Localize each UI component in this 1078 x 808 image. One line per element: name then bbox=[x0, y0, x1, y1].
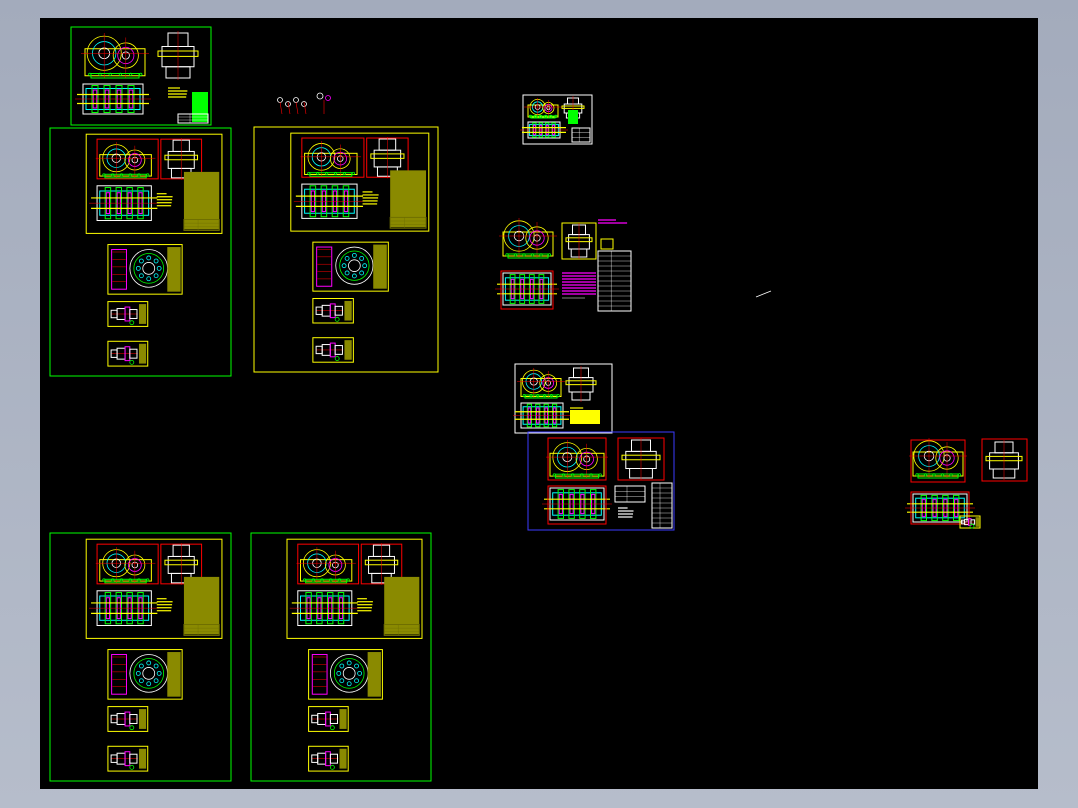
gearbox-top-view bbox=[513, 402, 571, 429]
gearbox-top-view bbox=[495, 272, 559, 306]
sheet-left-2 bbox=[253, 126, 439, 373]
shaft-detail-drawing bbox=[107, 745, 149, 772]
shaft-detail-drawing bbox=[308, 745, 349, 772]
gearbox-front-view bbox=[95, 142, 156, 179]
gear-detail-drawing bbox=[308, 649, 383, 700]
gear-detail-drawing bbox=[107, 244, 183, 295]
gearbox-side-view bbox=[621, 438, 661, 480]
shaft-detail-drawing bbox=[308, 706, 349, 732]
gearbox-side-view bbox=[565, 223, 593, 259]
gearbox-side-view bbox=[157, 31, 199, 80]
gearbox-front-view bbox=[517, 368, 565, 399]
sheet-border bbox=[514, 363, 613, 434]
title-block bbox=[614, 485, 646, 503]
assembly-frame bbox=[85, 133, 223, 234]
gearbox-front-view bbox=[909, 438, 967, 479]
gearbox-front-view bbox=[95, 547, 156, 584]
gearbox-top-view bbox=[520, 121, 568, 139]
sheet-left-3 bbox=[49, 532, 232, 782]
assembly-drawing bbox=[85, 133, 223, 234]
assembly-drawing bbox=[286, 538, 423, 639]
gearbox-top-view bbox=[89, 185, 160, 222]
assembly-frame bbox=[85, 538, 223, 639]
gearbox-front-view bbox=[499, 218, 557, 259]
shaft-detail-drawing bbox=[107, 301, 149, 327]
sheet-border bbox=[250, 532, 432, 782]
gearbox-top-view bbox=[293, 183, 366, 219]
sheet-center-small bbox=[520, 94, 593, 145]
gearbox-side-view bbox=[985, 440, 1023, 480]
parts-callouts bbox=[277, 92, 331, 115]
title-block bbox=[183, 624, 220, 636]
sheet-border bbox=[253, 126, 439, 373]
title-block bbox=[597, 250, 632, 312]
sheet-center-mid bbox=[495, 218, 772, 312]
gear-detail-drawing bbox=[312, 241, 389, 292]
green-block bbox=[192, 92, 208, 122]
title-block-fill bbox=[390, 170, 427, 228]
technical-notes bbox=[156, 598, 173, 612]
title-block bbox=[177, 113, 209, 124]
shaft-detail-drawing bbox=[107, 340, 149, 367]
title-block bbox=[183, 219, 220, 231]
assembly-frame bbox=[290, 132, 430, 232]
title-block bbox=[383, 624, 420, 636]
shaft-detail-drawing bbox=[959, 515, 981, 529]
sheet-center-lower-b bbox=[527, 431, 675, 531]
sheet-border bbox=[522, 94, 593, 145]
gearbox-front-view bbox=[296, 547, 356, 584]
gearbox-side-view bbox=[565, 366, 597, 402]
assembly-frame bbox=[286, 538, 423, 639]
cad-drawing-svg[interactable] bbox=[40, 18, 1038, 789]
technical-notes bbox=[362, 191, 379, 205]
gearbox-top-view bbox=[542, 487, 612, 521]
title-block-fill bbox=[183, 171, 220, 230]
gearbox-front-view bbox=[524, 98, 562, 119]
sheet-center-lower-a bbox=[513, 363, 613, 434]
sheet-border bbox=[49, 532, 232, 782]
sheet-right bbox=[905, 438, 1028, 529]
technical-notes bbox=[598, 219, 628, 224]
sheet-left-1 bbox=[49, 127, 232, 377]
gearbox-top-view bbox=[289, 590, 360, 627]
assembly-drawing bbox=[290, 132, 430, 232]
title-block bbox=[389, 216, 427, 229]
gearbox-front-view bbox=[300, 140, 362, 177]
title-block-fill bbox=[384, 576, 420, 635]
assembly-drawing bbox=[85, 538, 223, 639]
title-block-fill bbox=[183, 576, 220, 635]
gearbox-side-view bbox=[164, 138, 199, 180]
shaft-detail-drawing bbox=[107, 706, 149, 732]
gear-detail-drawing bbox=[107, 649, 183, 700]
sheet-border bbox=[527, 431, 675, 531]
sheet-top-left-small bbox=[70, 26, 212, 126]
gearbox-top-view bbox=[75, 83, 151, 115]
sheet-border bbox=[70, 26, 212, 126]
title-block bbox=[651, 482, 673, 529]
cad-model-space-canvas[interactable] bbox=[40, 18, 1038, 789]
gearbox-side-view bbox=[364, 543, 399, 585]
gearbox-front-view bbox=[546, 440, 608, 479]
gearbox-top-view bbox=[89, 590, 160, 627]
shaft-detail-drawing bbox=[312, 298, 354, 324]
sheet-left-4 bbox=[250, 532, 432, 782]
gearbox-front-view bbox=[81, 33, 149, 79]
title-block bbox=[571, 127, 591, 143]
shaft-detail-drawing bbox=[312, 337, 354, 363]
technical-notes bbox=[357, 598, 373, 612]
technical-notes bbox=[156, 193, 173, 207]
technical-notes bbox=[168, 87, 188, 98]
sheet-border bbox=[49, 127, 232, 377]
gearbox-top-view bbox=[905, 493, 975, 523]
technical-notes bbox=[618, 507, 634, 518]
